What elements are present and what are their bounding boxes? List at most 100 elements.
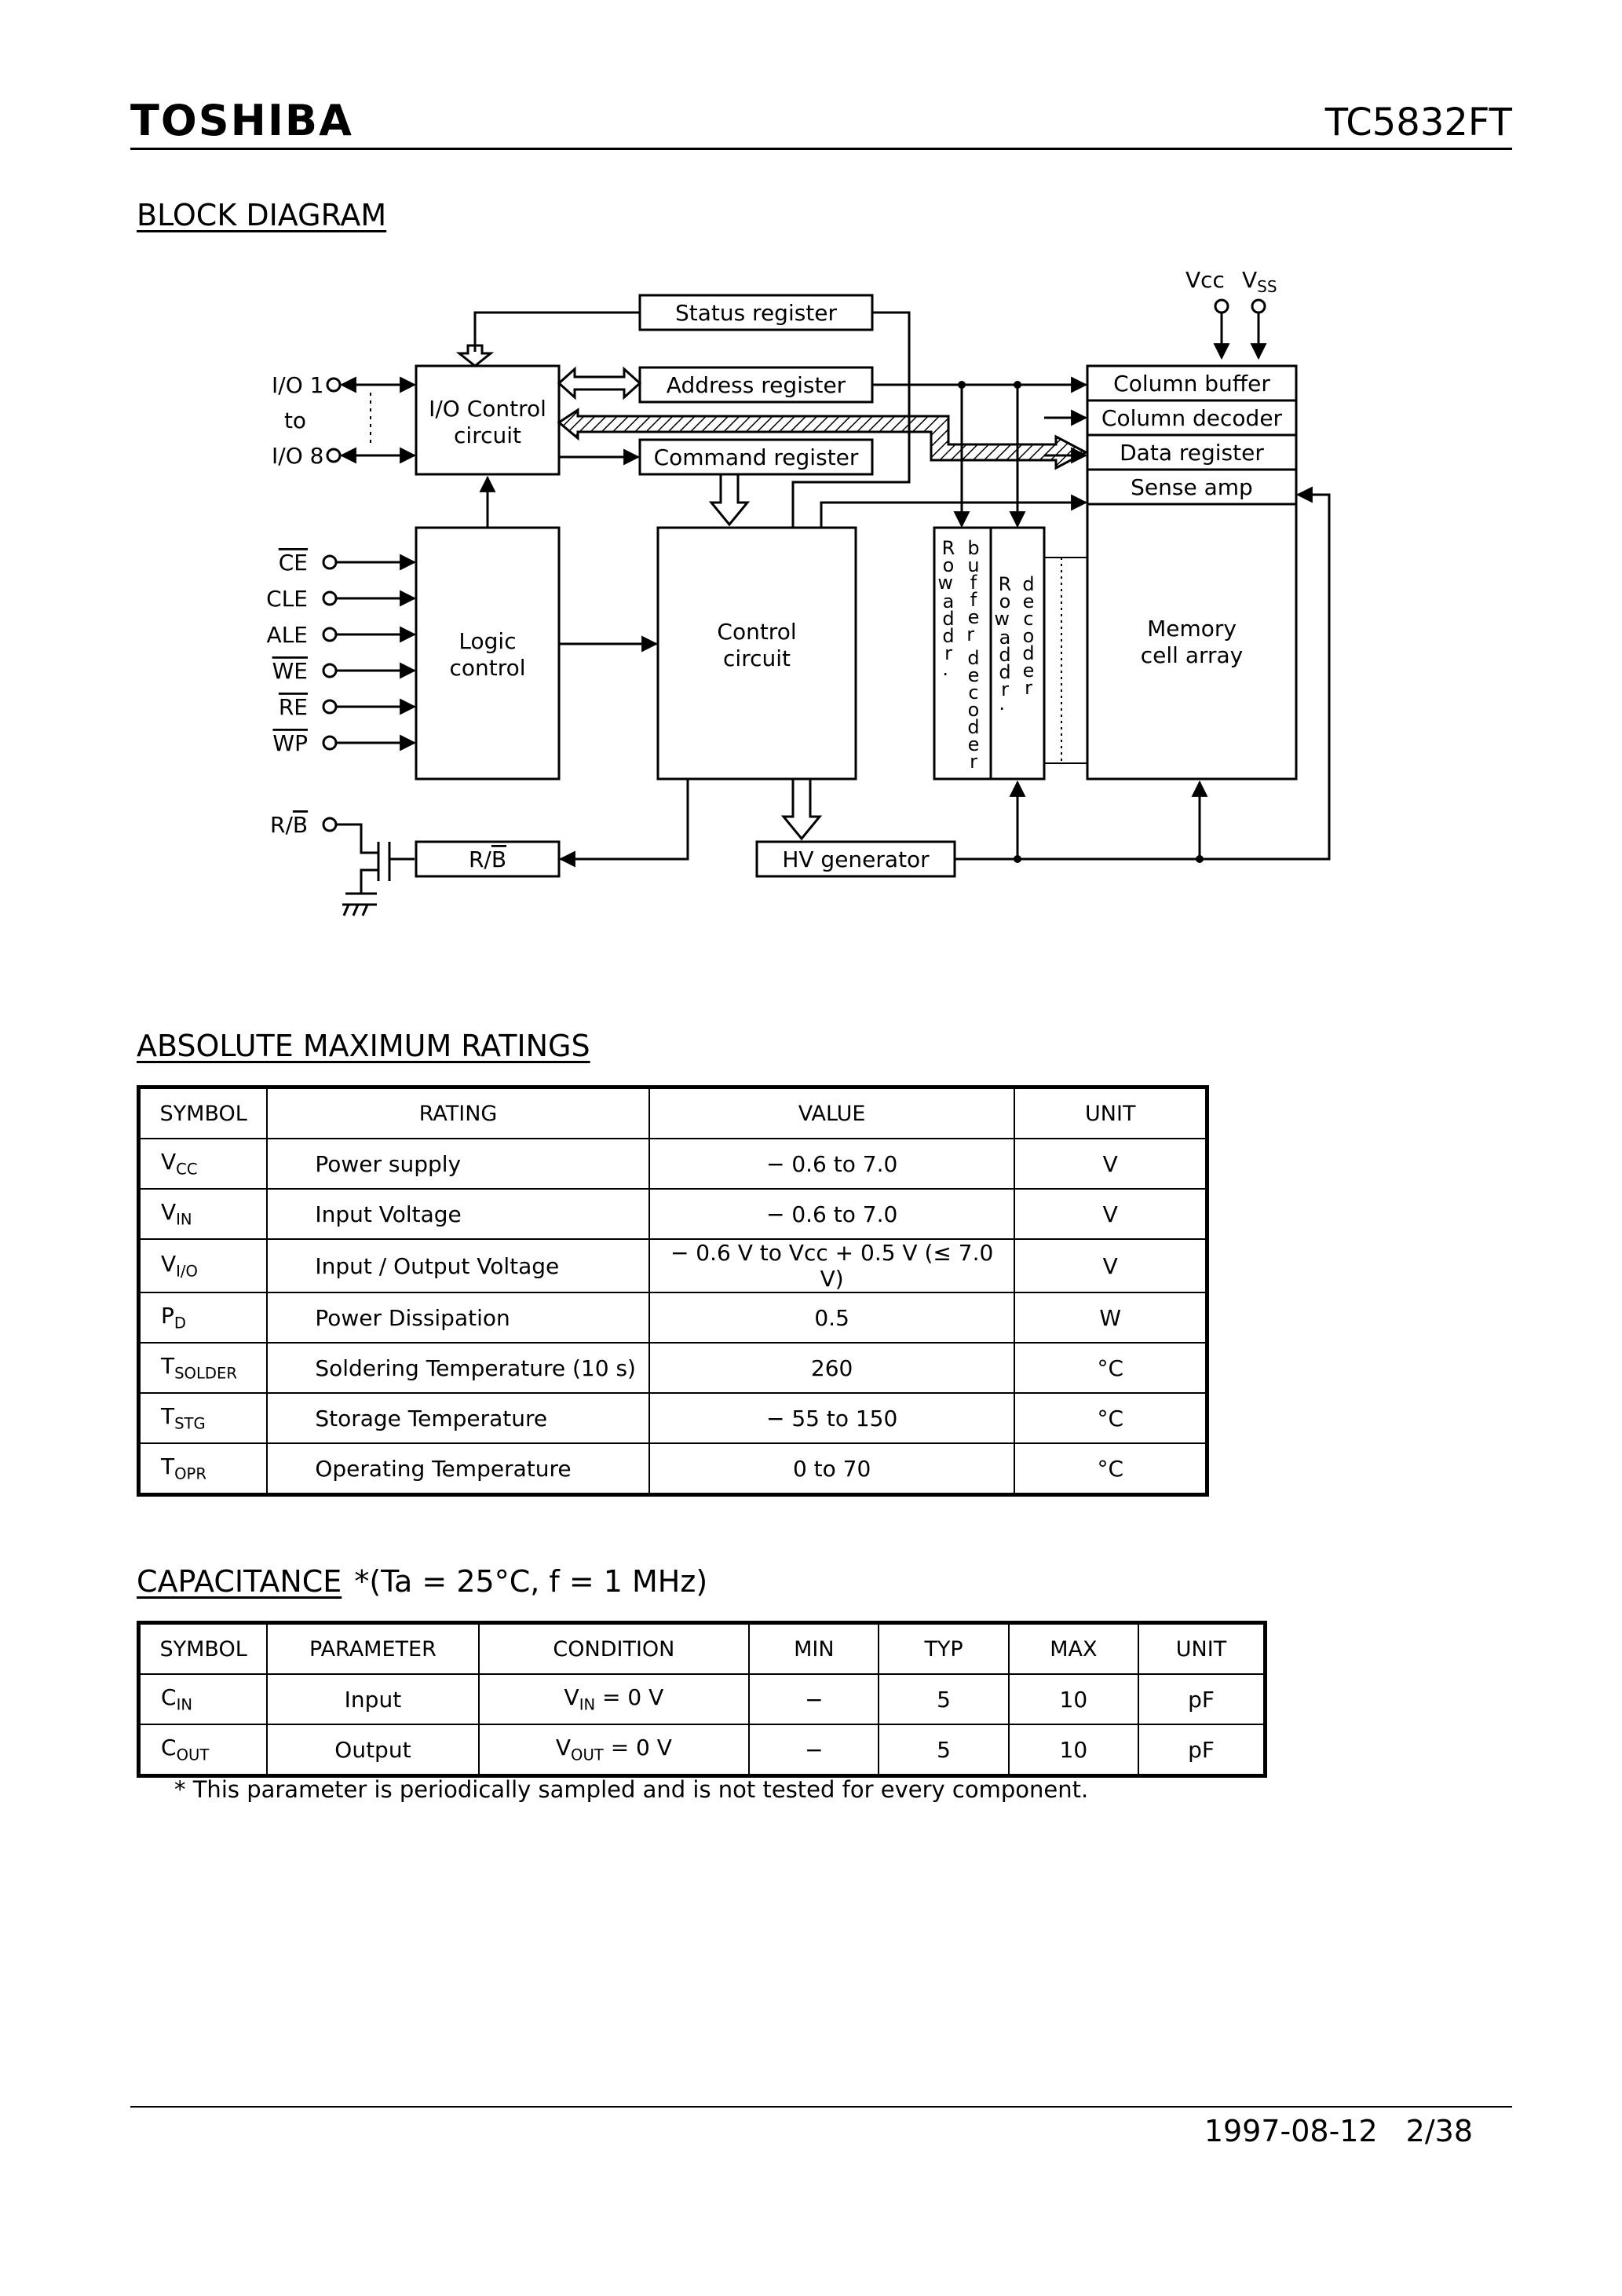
pin-cle-label: CLE: [266, 586, 308, 612]
cap-col-max: MAX: [1007, 1621, 1140, 1675]
amr-symbol: TSTG: [137, 1392, 269, 1444]
amr-unit: V: [1014, 1138, 1208, 1190]
amr-symbol: VI/O: [137, 1238, 269, 1293]
cap-parameter: Output: [266, 1724, 480, 1777]
amr-col-rating: RATING: [266, 1086, 650, 1139]
amr-unit: V: [1014, 1238, 1208, 1293]
amr-col-unit: UNIT: [1014, 1086, 1208, 1139]
amr-col-symbol: SYMBOL: [137, 1086, 269, 1139]
cap-unit: pF: [1138, 1673, 1266, 1725]
amr-rating: Power Dissipation: [266, 1292, 650, 1344]
vss-label: VSS: [1242, 267, 1277, 296]
amr-title: ABSOLUTE MAXIMUM RATINGS: [137, 1029, 590, 1063]
cap-col-symbol: SYMBOL: [137, 1621, 269, 1675]
capacitance-footnote: * This parameter is periodically sampled…: [174, 1776, 1089, 1803]
amr-value: 0.5: [648, 1292, 1016, 1344]
amr-symbol: TSOLDER: [137, 1342, 269, 1394]
cap-min: −: [748, 1724, 880, 1777]
amr-value: 260: [648, 1342, 1016, 1394]
amr-unit: °C: [1014, 1342, 1208, 1394]
column-decoder-label: Column decoder: [1101, 405, 1283, 431]
cap-condition: VIN = 0 V: [477, 1673, 751, 1725]
io-control-block: [415, 364, 561, 476]
capacitance-title: CAPACITANCE *(Ta = 25°C, f = 1 MHz): [137, 1564, 707, 1599]
cap-symbol: CIN: [137, 1673, 269, 1725]
cap-parameter: Input: [266, 1673, 480, 1725]
cap-col-parameter: PARAMETER: [266, 1621, 480, 1675]
cap-col-condition: CONDITION: [477, 1621, 751, 1675]
amr-value: − 0.6 to 7.0: [648, 1138, 1016, 1190]
amr-symbol: PD: [137, 1292, 269, 1344]
amr-rating: Input / Output Voltage: [266, 1238, 650, 1293]
part-number: TC5832FT: [1324, 101, 1512, 144]
control-circuit-label-1: Control: [717, 619, 796, 645]
address-register-label: Address register: [667, 372, 846, 398]
cap-condition: VOUT = 0 V: [477, 1724, 751, 1777]
amr-header-row: SYMBOL RATING VALUE UNIT: [137, 1086, 1208, 1139]
pin-rb-label: R/B: [270, 812, 308, 838]
column-buffer-label: Column buffer: [1113, 371, 1270, 397]
memory-cell-array-block: [1086, 503, 1298, 781]
amr-unit: °C: [1014, 1392, 1208, 1444]
amr-rating: Operating Temperature: [266, 1442, 650, 1496]
footer-date: 1997-08-12: [1204, 2114, 1378, 2148]
capacitance-condition-note: *(Ta = 25°C, f = 1 MHz): [354, 1564, 708, 1599]
capacitance-title-text: CAPACITANCE: [137, 1564, 342, 1599]
logic-control-label-1: Logic: [458, 628, 516, 654]
amr-unit: W: [1014, 1292, 1208, 1344]
cap-max: 10: [1007, 1673, 1140, 1725]
hv-generator-label: HV generator: [782, 846, 930, 872]
cap-header-row: SYMBOL PARAMETER CONDITION MIN TYP MAX U…: [137, 1621, 1266, 1675]
footer-date-page: 1997-08-12 2/38: [1204, 2114, 1473, 2148]
amr-rating: Soldering Temperature (10 s): [266, 1342, 650, 1394]
amr-unit: V: [1014, 1188, 1208, 1240]
cap-max: 10: [1007, 1724, 1140, 1777]
memory-cell-array-label-1: Memory: [1147, 616, 1237, 642]
memory-cell-array-label-2: cell array: [1141, 642, 1244, 668]
amr-value: 0 to 70: [648, 1442, 1016, 1496]
footer-rule: [130, 2106, 1512, 2108]
amr-rating: Power supply: [266, 1138, 650, 1190]
amr-value: − 0.6 V to Vcc + 0.5 V (≤ 7.0 V): [648, 1238, 1016, 1293]
amr-symbol: VIN: [137, 1188, 269, 1240]
cap-col-min: MIN: [748, 1621, 880, 1675]
block-diagram-title: BLOCK DIAGRAM: [137, 198, 387, 232]
footer-page: 2/38: [1405, 2114, 1473, 2148]
cap-symbol: COUT: [137, 1724, 269, 1777]
block-diagram: Status register Address register Command…: [266, 267, 1331, 916]
cap-col-unit: UNIT: [1138, 1621, 1266, 1675]
cap-typ: 5: [878, 1673, 1010, 1725]
io-control-label-2: circuit: [454, 422, 521, 448]
pin-ce-label: CE: [279, 550, 308, 576]
vcc-label: Vcc: [1185, 267, 1225, 293]
amr-rating: Storage Temperature: [266, 1392, 650, 1444]
pin-re-label: RE: [279, 694, 308, 720]
cap-min: −: [748, 1673, 880, 1725]
data-register-label: Data register: [1120, 440, 1264, 466]
control-circuit-block: [656, 526, 857, 781]
amr-col-value: VALUE: [648, 1086, 1016, 1139]
cap-typ: 5: [878, 1724, 1010, 1777]
sense-amp-label: Sense amp: [1131, 474, 1253, 500]
header-rule: [130, 148, 1512, 150]
pin-we-label: WE: [272, 658, 308, 684]
io-to-label: to: [284, 408, 306, 433]
brand-logo: TOSHIBA: [130, 96, 353, 145]
data-bus-arrow: [557, 408, 1089, 470]
amr-unit: °C: [1014, 1442, 1208, 1496]
amr-value: − 0.6 to 7.0: [648, 1188, 1016, 1240]
cap-col-typ: TYP: [878, 1621, 1010, 1675]
status-register-label: Status register: [675, 300, 838, 326]
